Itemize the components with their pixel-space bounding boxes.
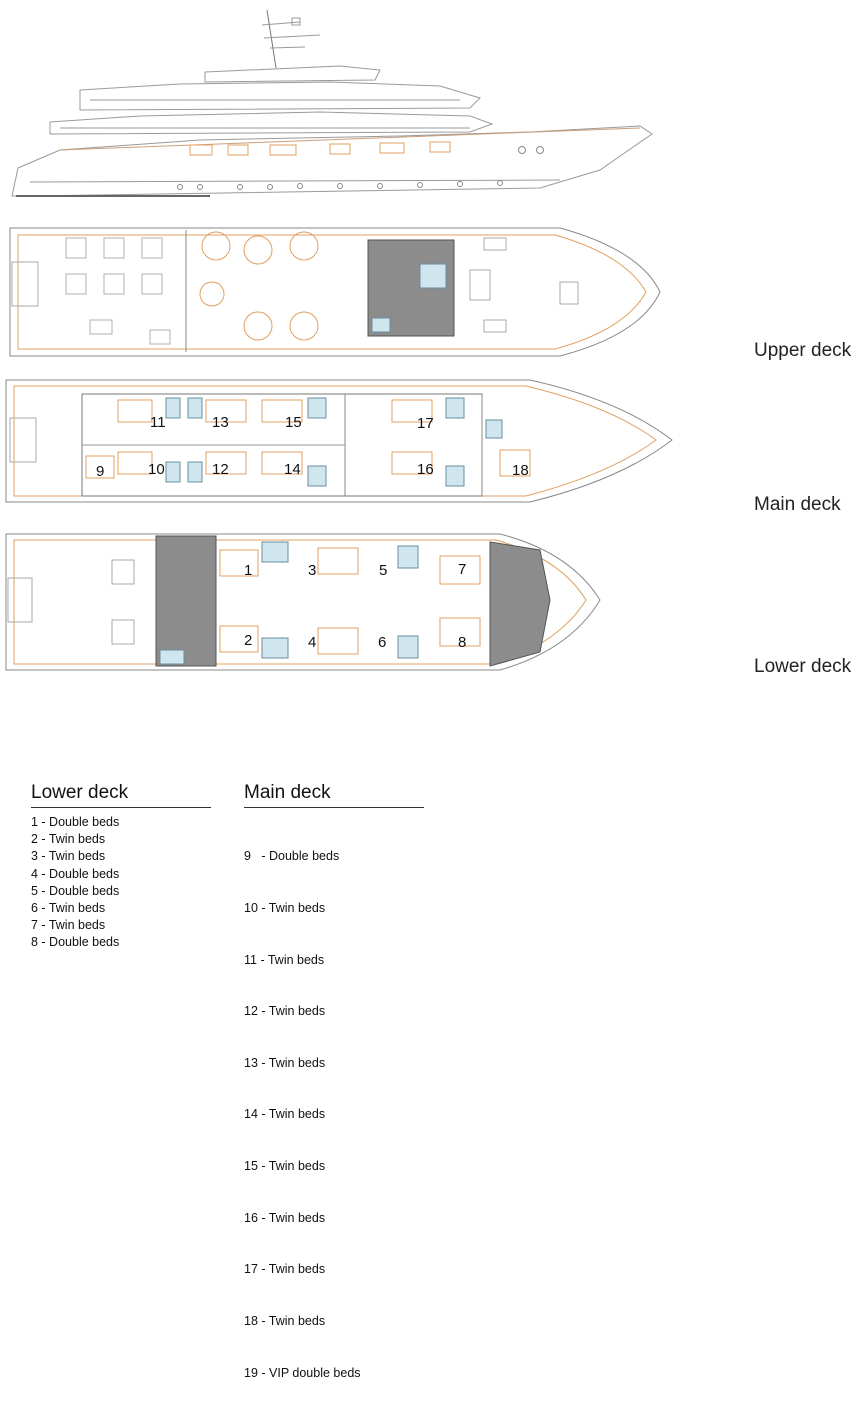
cabin-number: 6 bbox=[378, 634, 386, 651]
cabin-number: 15 bbox=[285, 414, 302, 431]
upper-deck-label: Upper deck bbox=[754, 340, 852, 361]
lower-deck-legend-list: 1 - Double beds 2 - Twin beds 3 - Twin b… bbox=[31, 814, 211, 952]
legend-item: 14 - Twin beds bbox=[244, 1107, 326, 1122]
legend-item: 18 - Twin beds bbox=[244, 1313, 326, 1328]
legend-item: 19 - VIP double beds bbox=[244, 1365, 361, 1380]
lower-deck-label: Lower deck bbox=[754, 656, 852, 677]
lower-deck-legend: Lower deck 1 - Double beds 2 - Twin beds… bbox=[31, 782, 211, 952]
main-deck-cabin-numbers: 9 10 11 12 13 14 15 16 17 18 bbox=[96, 414, 529, 480]
legend-item: 15 - Twin beds bbox=[244, 1159, 326, 1174]
cabin-number: 2 bbox=[244, 632, 252, 649]
cabin-number: 9 bbox=[96, 463, 104, 480]
legend-item: 16 - Twin beds bbox=[244, 1210, 326, 1225]
legend-item: 6 - Twin beds bbox=[31, 901, 106, 916]
cabin-number: 17 bbox=[417, 415, 434, 432]
side-profile bbox=[11, 9, 653, 197]
cabin-number: 1 bbox=[244, 562, 252, 579]
cabin-number: 13 bbox=[212, 414, 229, 431]
cabin-number: 12 bbox=[212, 461, 229, 478]
legend-item: 3 - Twin beds bbox=[31, 849, 106, 864]
cabin-number: 11 bbox=[150, 414, 166, 431]
legend-item: 2 - Twin beds bbox=[31, 832, 106, 847]
legend-item: 13 - Twin beds bbox=[244, 1055, 326, 1070]
legend-item: 4 - Double beds bbox=[31, 866, 120, 881]
lower-deck-plan bbox=[5, 533, 601, 671]
cabin-number: 10 bbox=[148, 461, 165, 478]
legend-item: 8 - Double beds bbox=[31, 935, 120, 950]
cabin-number: 4 bbox=[308, 634, 316, 651]
main-deck-legend-title: Main deck bbox=[244, 782, 424, 808]
lower-deck-legend-title: Lower deck bbox=[31, 782, 211, 808]
cabin-number: 16 bbox=[417, 461, 434, 478]
lower-deck-cabin-numbers: 1 2 3 4 5 6 7 8 bbox=[244, 561, 466, 651]
main-deck-legend: Main deck 9 - Double beds 10 - Twin beds… bbox=[244, 782, 424, 1416]
legend-item: 9 - Double beds bbox=[244, 849, 340, 864]
upper-deck-plan bbox=[9, 227, 661, 357]
main-deck-plan bbox=[5, 379, 673, 503]
main-deck-legend-list: 9 - Double beds 10 - Twin beds 11 - Twin… bbox=[244, 814, 424, 1416]
cabin-number: 14 bbox=[284, 461, 301, 478]
legend-item: 1 - Double beds bbox=[31, 815, 120, 829]
cabin-number: 8 bbox=[458, 634, 466, 651]
deck-plans: 9 10 11 12 13 14 15 16 17 18 bbox=[5, 9, 673, 671]
cabin-number: 7 bbox=[458, 561, 466, 578]
legend-item: 12 - Twin beds bbox=[244, 1004, 326, 1019]
legend-item: 5 - Double beds bbox=[31, 883, 120, 898]
legend-item: 10 - Twin beds bbox=[244, 901, 326, 916]
legend-item: 7 - Twin beds bbox=[31, 918, 106, 933]
main-deck-label: Main deck bbox=[754, 494, 841, 515]
cabin-number: 3 bbox=[308, 562, 316, 579]
cabin-number: 5 bbox=[379, 562, 387, 579]
cabin-number: 18 bbox=[512, 462, 529, 479]
legend-item: 17 - Twin beds bbox=[244, 1262, 326, 1277]
legend-item: 11 - Twin beds bbox=[244, 952, 325, 967]
